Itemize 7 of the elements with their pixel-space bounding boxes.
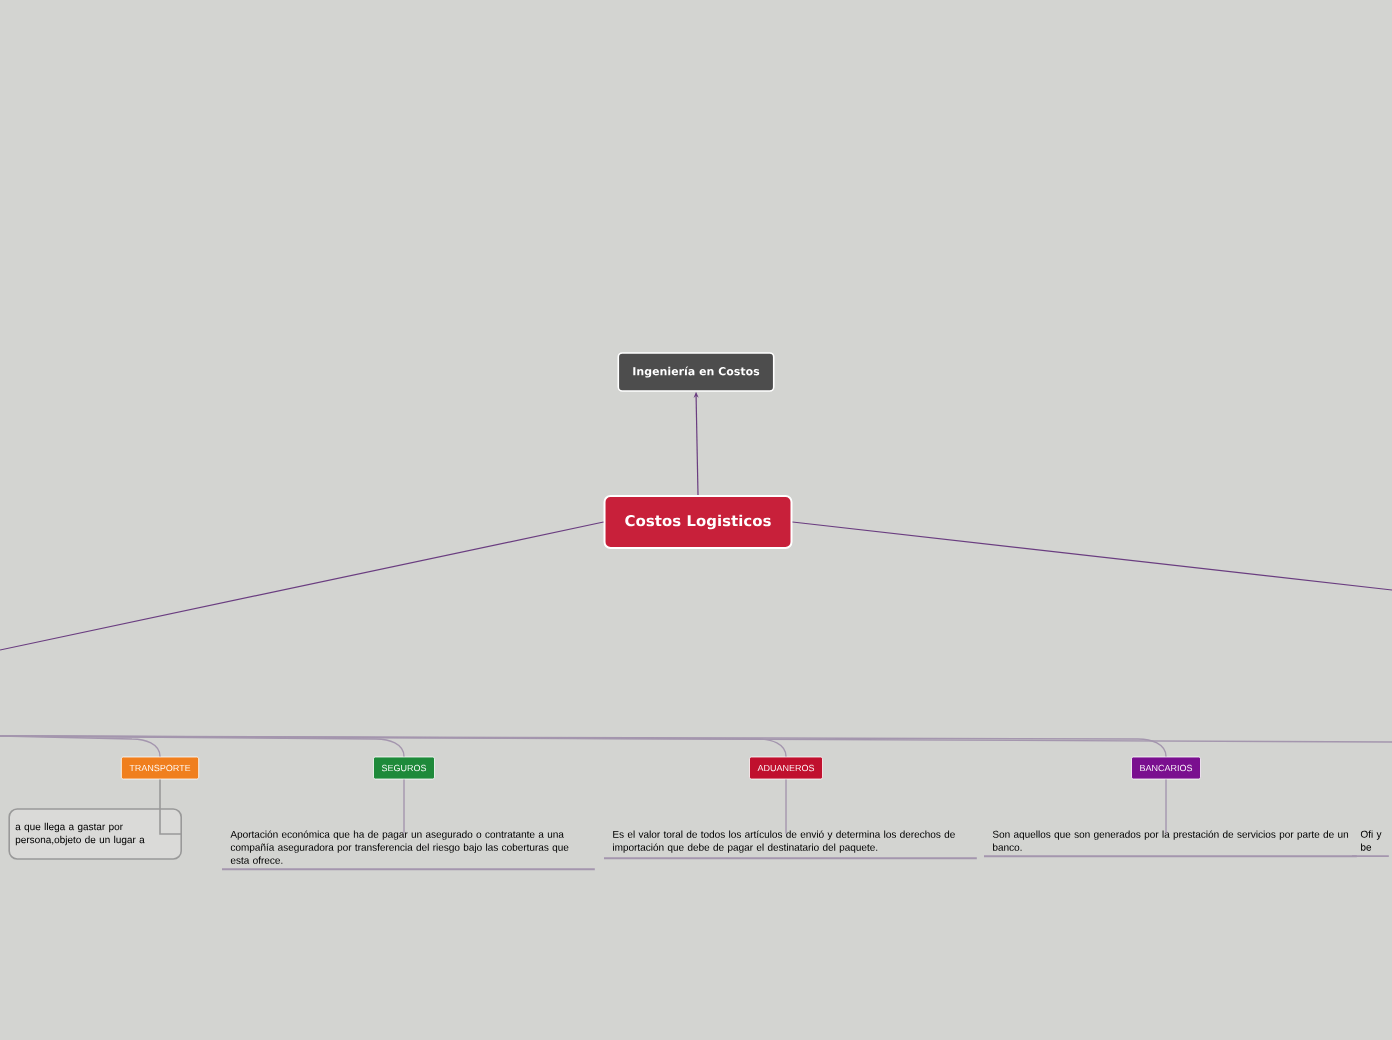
connector (785, 778, 787, 835)
connector (0, 521, 605, 651)
connector (1165, 778, 1167, 835)
connector (159, 778, 183, 835)
connector (403, 778, 405, 835)
connector (791, 521, 1392, 591)
connector (0, 735, 1167, 758)
